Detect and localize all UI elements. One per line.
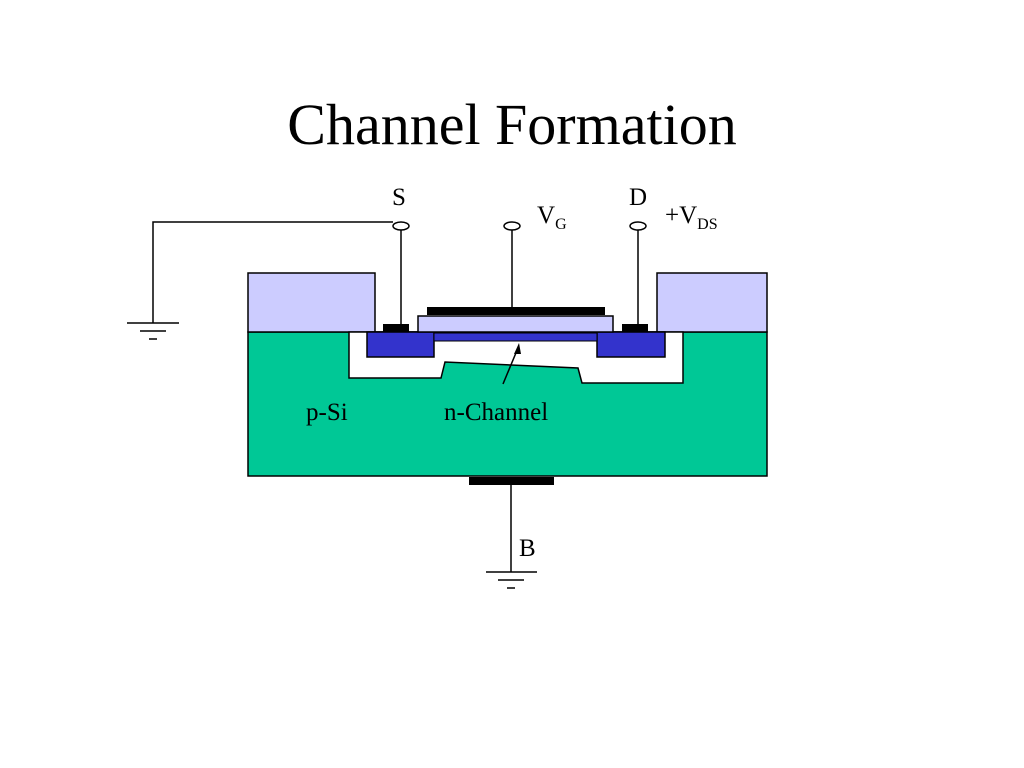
field-oxide-right [656,272,768,333]
drain-voltage-label-sub: DS [697,216,717,233]
source-ground-wire [152,221,393,323]
drain-voltage-label-main: +V [665,202,697,229]
field-oxide-left [247,272,376,333]
gate-label-main: V [537,202,555,229]
source-terminal[interactable] [392,221,410,231]
drain-label: D [629,184,647,211]
substrate-label: p-Si [306,399,348,426]
source-n-plus-region [366,331,435,358]
body-ground-icon [486,571,537,589]
drain-terminal[interactable] [629,221,647,231]
gate-metal [427,307,605,315]
channel-label: n-Channel [444,399,548,426]
slide-title: Channel Formation [287,92,737,157]
channel-arrow-icon [502,343,521,385]
gate-label-sub: G [555,216,567,233]
gate-label: VG [537,202,567,233]
drain-n-plus-region [596,331,666,358]
source-ground-icon [127,322,179,340]
body-label: B [519,535,536,562]
source-label: S [392,184,406,211]
drain-voltage-label: +VDS [665,202,718,233]
gate-oxide [417,315,614,333]
n-channel-layer [433,332,598,342]
source-contact [383,324,409,332]
gate-terminal[interactable] [503,221,521,231]
body-contact [469,477,554,485]
drain-contact [622,324,648,332]
